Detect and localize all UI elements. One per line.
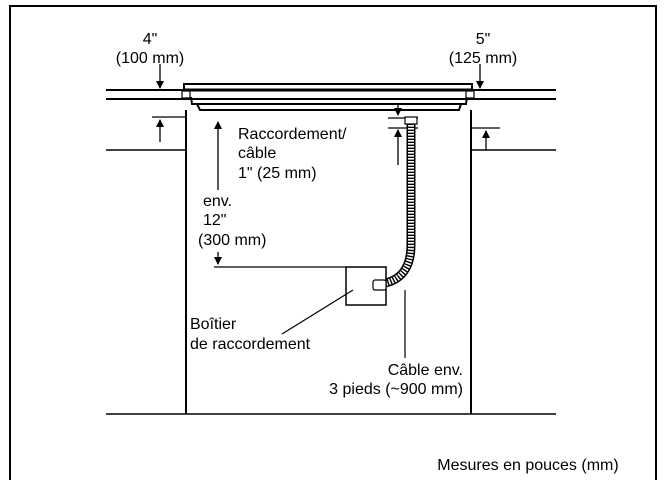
cable-length-label-line1: Câble env. — [388, 362, 463, 379]
diagram-frame — [9, 5, 657, 485]
connection-label-line2: câble — [238, 145, 276, 162]
left-clearance-inches: 4" — [143, 31, 158, 48]
cabinet — [106, 110, 556, 415]
connection-label-line3: 1" (25 mm) — [238, 165, 317, 182]
depth-label-line1: env. — [203, 193, 232, 210]
depth-label-line2: 12" — [203, 212, 226, 229]
right-thickness-arrow — [471, 127, 500, 150]
junction-box-leader — [281, 289, 354, 335]
connection-label-line1: Raccordement/ — [238, 126, 347, 143]
junction-box-label-line1: Boîtier — [190, 316, 237, 333]
right-clearance-inches: 5" — [476, 31, 491, 48]
junction-box — [345, 266, 387, 306]
depth-dimension — [214, 121, 346, 268]
cooktop — [181, 83, 475, 111]
depth-label-line3: (300 mm) — [198, 232, 266, 249]
junction-box-label-line2: de raccordement — [190, 336, 311, 353]
cable-length-label-line2: 3 pieds (~900 mm) — [329, 381, 463, 398]
units-note: Mesures en pouces (mm) — [437, 457, 618, 474]
left-clearance-mm: (100 mm) — [116, 50, 184, 67]
left-thickness-arrow — [152, 116, 186, 142]
right-clearance-mm: (125 mm) — [449, 50, 517, 67]
